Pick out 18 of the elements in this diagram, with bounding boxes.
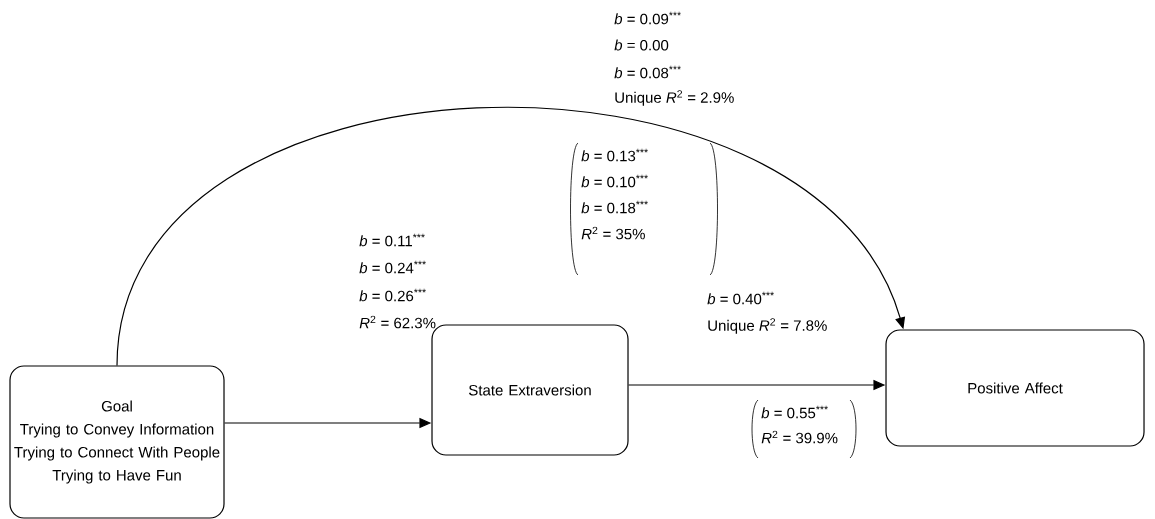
coefficient-label: b = 0.40$^{***}$ <box>707 291 774 305</box>
coefficient-label: b = 0.24$^{***}$ <box>359 260 426 274</box>
arrow <box>116 107 906 366</box>
coefficient-label: Unique R$^{2}$ = 7.8% <box>708 318 827 334</box>
goal-box: Goal Trying to Convey Information Trying to Connect With People Trying to Have Fun <box>9 365 225 519</box>
coefficient-label: R$^{2}$ = 35% <box>581 226 645 240</box>
coefficient-label: b = 0.09$^{***}$ <box>614 11 681 25</box>
coefficient-label: b = 0.11$^{***}$ <box>359 233 425 247</box>
coefficient-label: b = 0.18$^{***}$ <box>581 200 648 214</box>
coefficient-label: b = 0.13$^{***}$ <box>581 148 648 162</box>
coefficient-label: Unique R$^{2}$ = 2.9% <box>615 90 734 106</box>
coefficient-label: R$^{2}$ = 39.9% <box>761 430 838 444</box>
coefficient-label: b = 0.55$^{***}$ <box>761 405 828 419</box>
coefficient-label: b = 0.08$^{***}$ <box>614 65 681 79</box>
process-box: Positive Affect <box>885 329 1145 447</box>
coefficient-label: b = 0.26$^{***}$ <box>359 288 426 302</box>
coefficient-label: b = 0.00 <box>614 39 669 51</box>
coefficient-label: b = 0.10$^{***}$ <box>581 174 648 188</box>
